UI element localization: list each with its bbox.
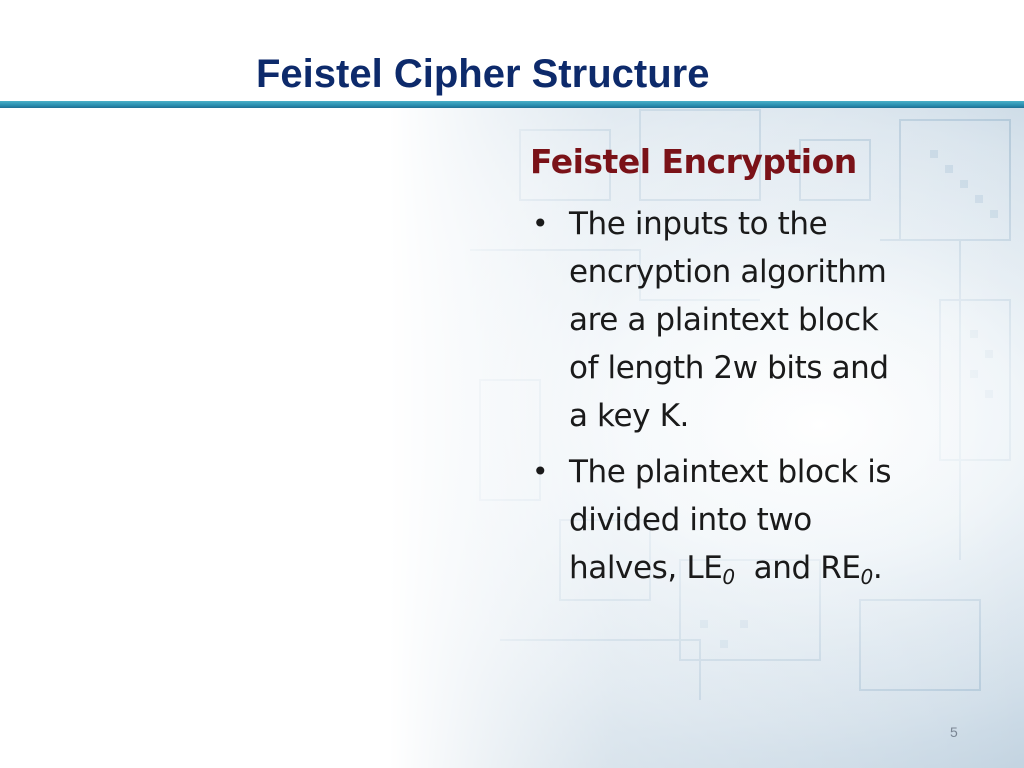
bullet-line: of length 2w bits and xyxy=(569,350,889,386)
bullet-item: • The inputs to the encryption algorithm… xyxy=(530,200,930,440)
section-heading: Feistel Encryption xyxy=(530,142,857,181)
subscript-re: 0 xyxy=(860,565,874,589)
bullet-line: encryption algorithm xyxy=(569,254,887,290)
title-underline-bar xyxy=(0,101,1024,108)
text-halves: halves, LE xyxy=(569,550,723,586)
bullet-item: • The plaintext block is divided into tw… xyxy=(530,448,930,592)
slide-title: Feistel Cipher Structure xyxy=(256,52,710,96)
bullet-line: are a plaintext block xyxy=(569,302,879,338)
bullet-dot-icon: • xyxy=(532,455,549,488)
bullet-line: a key K. xyxy=(569,398,689,434)
page-number: 5 xyxy=(950,724,958,740)
subscript-le: 0 xyxy=(722,565,735,589)
bullet-list: • The inputs to the encryption algorithm… xyxy=(530,200,930,592)
bullet-line: divided into two xyxy=(569,502,812,538)
text-and-re: and RE xyxy=(734,550,861,586)
content-block: Feistel Encryption • The inputs to the e… xyxy=(530,138,930,600)
bullet-dot-icon: • xyxy=(532,207,549,240)
bullet-line: The inputs to the xyxy=(569,206,828,242)
bullet-line: The plaintext block is xyxy=(569,454,892,490)
text-period: . xyxy=(872,550,883,586)
bullet-line-with-subscripts: halves, LE0 and RE0. xyxy=(569,544,930,592)
